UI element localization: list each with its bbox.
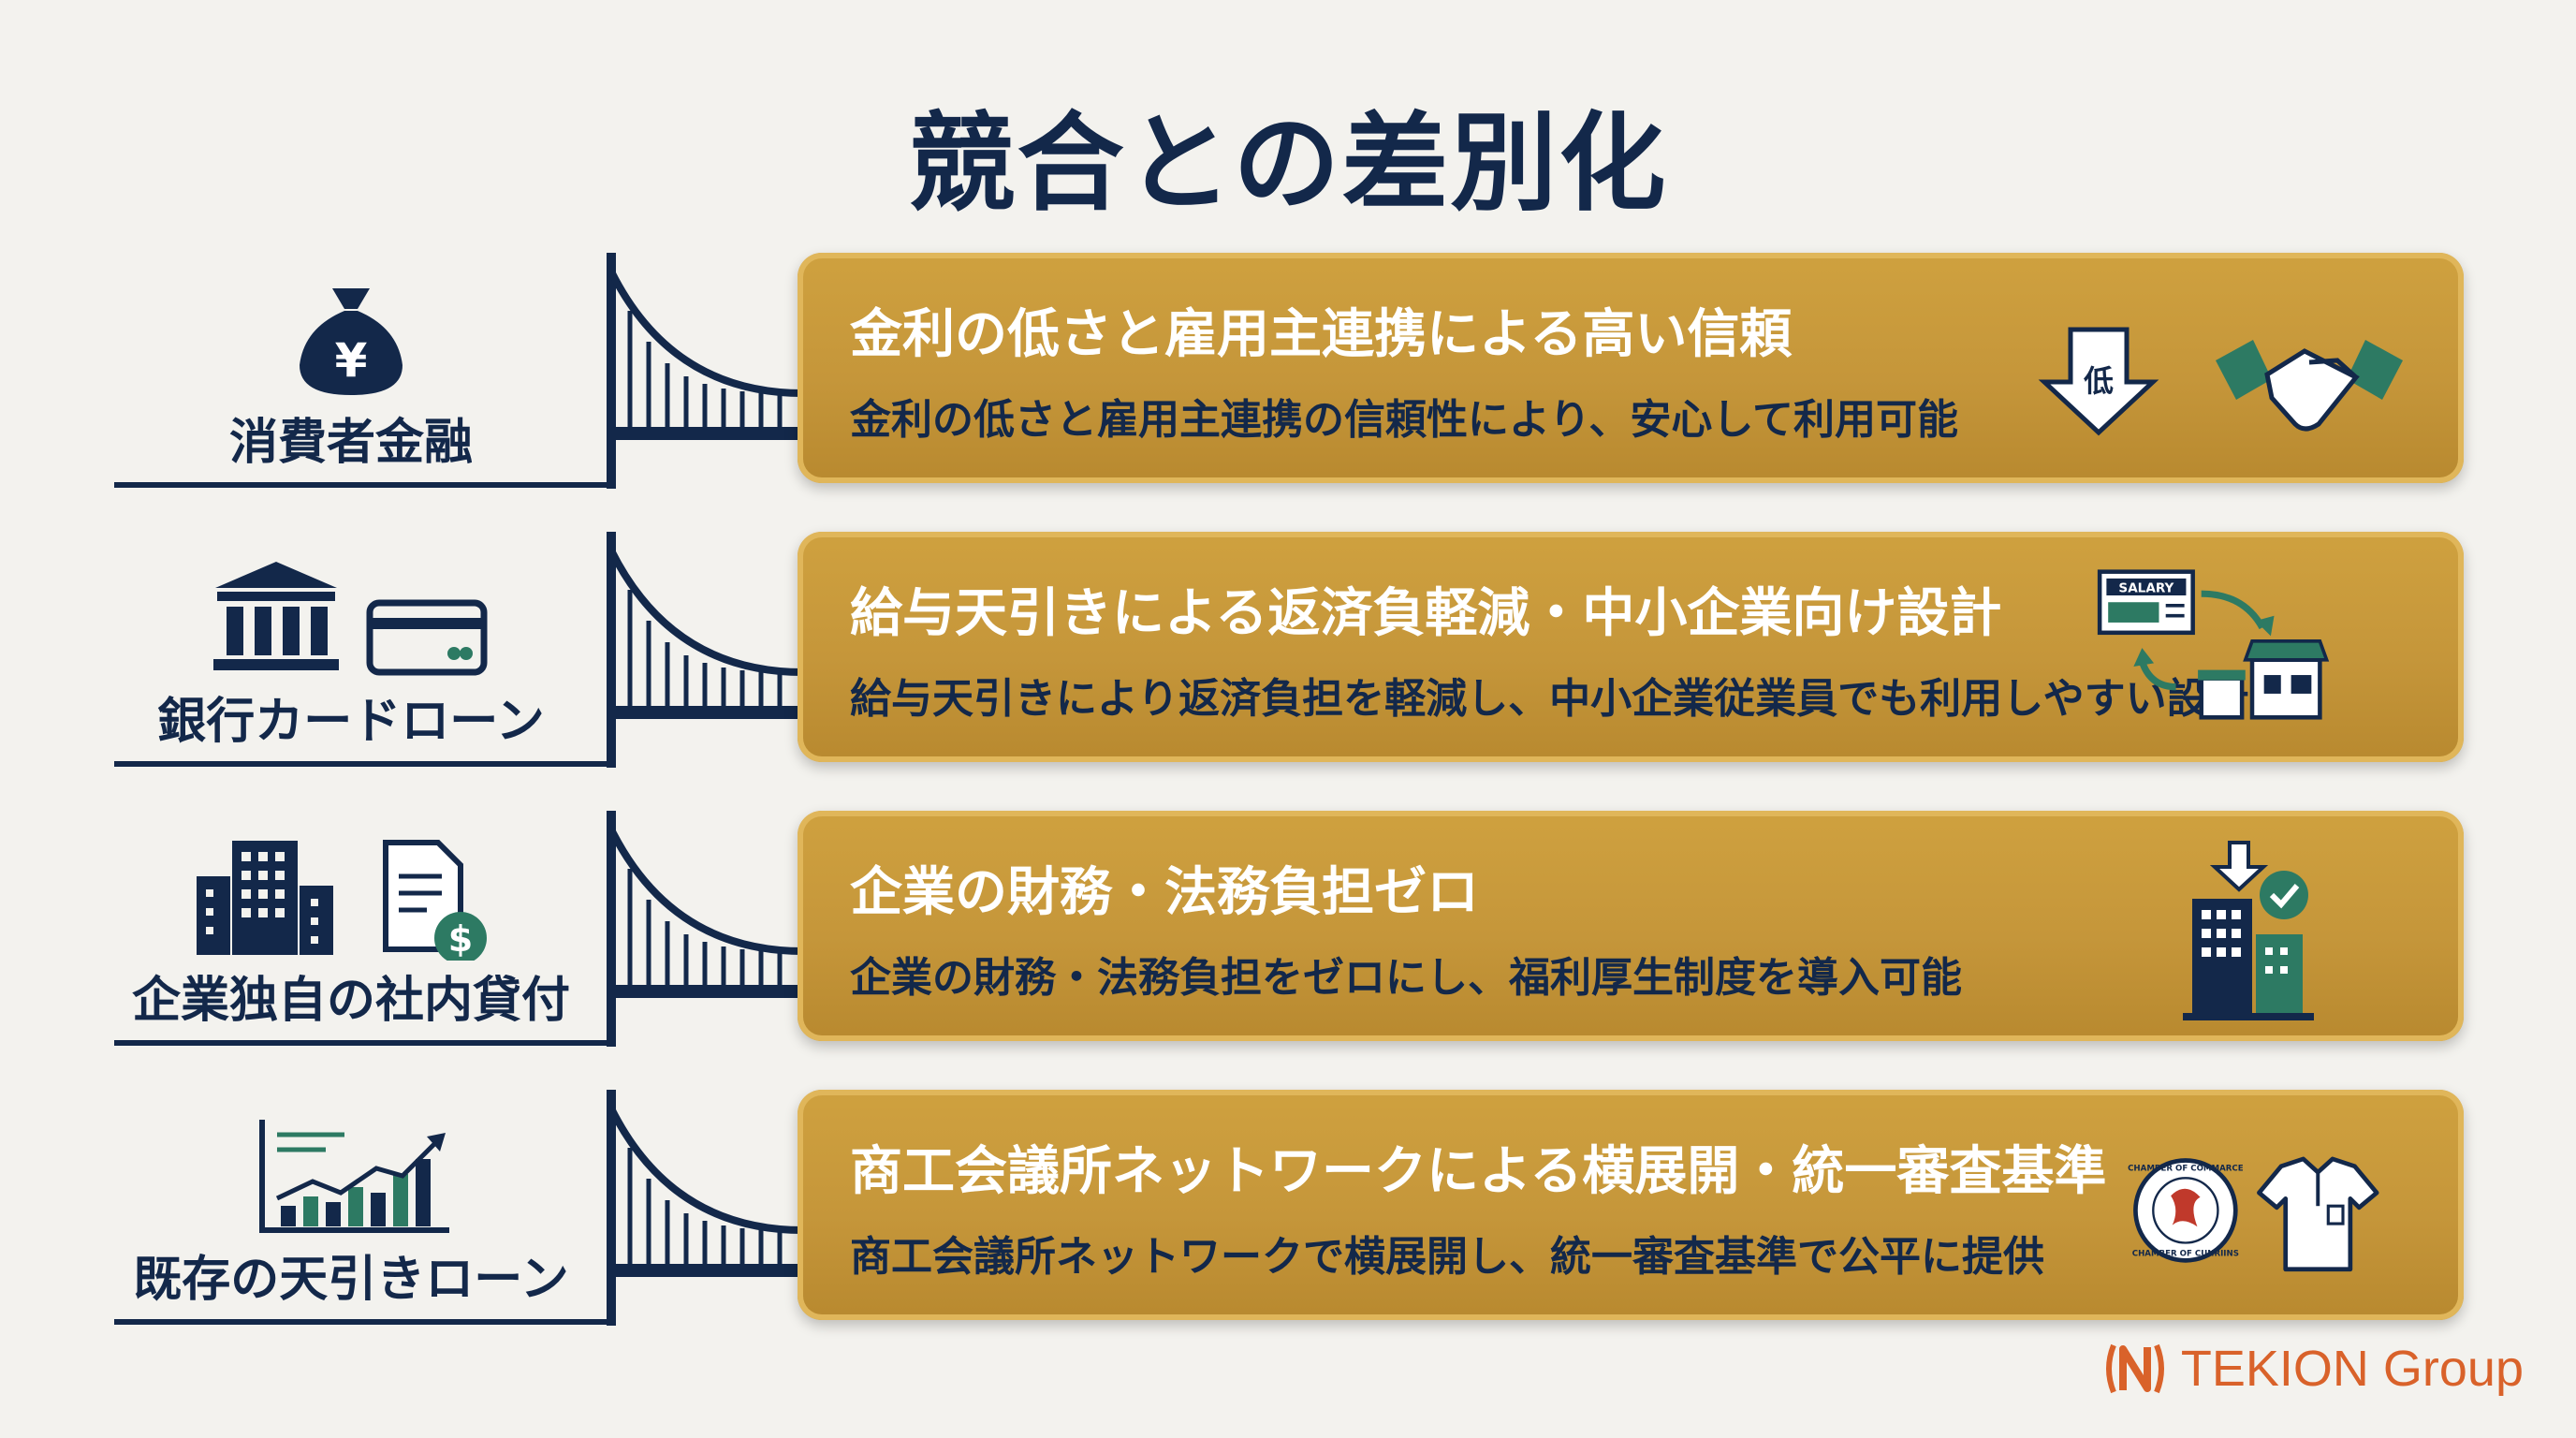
- feature-card: 企業の財務・法務負担ゼロ 企業の財務・法務負担をゼロにし、福利厚生制度を導入可能: [798, 811, 2464, 1041]
- comparison-row-2: 銀行カードローン 給与天引きによる返済負軽減・中小企業向け設計 給与天引きにより…: [0, 532, 2576, 775]
- handshake-icon: [2216, 340, 2403, 432]
- left-label: 消費者金融: [228, 415, 473, 471]
- brand-logo: TEKION Group: [2102, 1331, 2524, 1406]
- svg-text:CHAMBER OF CUNRIINS: CHAMBER OF CUNRIINS: [2132, 1250, 2239, 1259]
- building-check-icon: [2183, 841, 2314, 1020]
- salary-slip-icon: SALARY: [2097, 569, 2195, 636]
- bridge-icon: [607, 811, 803, 1047]
- left-icons: ¥: [112, 271, 590, 403]
- left-label: 企業独自の社内貸付: [131, 973, 570, 1029]
- down-arrow-icon: 低: [2038, 327, 2159, 436]
- card-subtitle: 商工会議所ネットワークで横展開し、統一審査基準で公平に提供: [850, 1233, 2044, 1281]
- card-title: 商工会議所ネットワークによる横展開・統一審査基準: [850, 1141, 2107, 1202]
- left-icons: $: [112, 829, 590, 964]
- card-icons: 低: [2038, 327, 2403, 436]
- svg-text:CHAMBER OF COMMARCE: CHAMBER OF COMMARCE: [2128, 1165, 2244, 1174]
- tekion-logo-icon: [2105, 1343, 2164, 1394]
- baseline-divider: [114, 1040, 610, 1046]
- left-label: 銀行カードローン: [157, 694, 545, 750]
- polo-shirt-icon: [2257, 1156, 2379, 1272]
- card-subtitle: 給与天引きにより返済負担を軽減し、中小企業従業員でも利用しやすい設計: [850, 675, 2249, 723]
- chamber-of-commerce-seal-icon: CHAMBER OF COMMARCE CHAMBER OF CUNRIINS: [2128, 1158, 2244, 1263]
- salary-label: SALARY: [2118, 580, 2174, 595]
- credit-card-icon: [366, 599, 488, 676]
- feature-card: 金利の低さと雇用主連携による高い信頼 金利の低さと雇用主連携の信頼性により、安心…: [798, 253, 2464, 483]
- feature-card: 商工会議所ネットワークによる横展開・統一審査基準 商工会議所ネットワークで横展開…: [798, 1090, 2464, 1320]
- comparison-row-1: ¥ 消費者金融 金利の低さと雇用主連携による高い信頼 金利の低さと雇用主連携の信…: [0, 253, 2576, 496]
- card-title: 給与天引きによる返済負軽減・中小企業向け設計: [850, 583, 2002, 644]
- comparison-row-4: 既存の天引きローン 商工会議所ネットワークによる横展開・統一審査基準 商工会議所…: [0, 1090, 2576, 1333]
- dollar-symbol: $: [448, 918, 473, 960]
- comparison-row-3: $ 企業独自の社内貸付 企業の財務・法務負担ゼロ 企業の財務・法務負担をゼロにし…: [0, 811, 2576, 1054]
- yen-symbol: ¥: [335, 333, 368, 388]
- bridge-icon: [607, 532, 803, 768]
- card-icons: [2183, 841, 2314, 1020]
- bridge-icon: [607, 1090, 803, 1326]
- card-title: 金利の低さと雇用主連携による高い信頼: [850, 304, 1793, 365]
- left-icons: [112, 1108, 590, 1240]
- baseline-divider: [114, 761, 610, 767]
- card-title: 企業の財務・法務負担ゼロ: [850, 862, 1479, 923]
- page-title: 競合との差別化: [908, 101, 1668, 226]
- baseline-divider: [114, 482, 610, 488]
- bank-icon: [213, 562, 339, 670]
- low-label: 低: [2084, 363, 2114, 399]
- brand-name: TEKION Group: [2180, 1341, 2524, 1397]
- card-subtitle: 金利の低さと雇用主連携の信頼性により、安心して利用可能: [850, 396, 1959, 444]
- baseline-divider: [114, 1319, 610, 1325]
- feature-card: 給与天引きによる返済負軽減・中小企業向け設計 給与天引きにより返済負担を軽減し、…: [798, 532, 2464, 762]
- money-bag-icon: ¥: [300, 288, 402, 395]
- document-dollar-icon: $: [383, 840, 487, 964]
- card-icons: SALARY: [2097, 569, 2330, 720]
- growth-chart-icon: [259, 1120, 449, 1233]
- bridge-icon: [607, 253, 803, 489]
- left-label: 既存の天引きローン: [133, 1252, 569, 1308]
- office-building-icon: [197, 841, 333, 955]
- card-icons: CHAMBER OF COMMARCE CHAMBER OF CUNRIINS: [2128, 1156, 2379, 1272]
- card-subtitle: 企業の財務・法務負担をゼロにし、福利厚生制度を導入可能: [850, 954, 1962, 1002]
- store-icon: [2198, 639, 2330, 720]
- left-icons: [112, 550, 590, 682]
